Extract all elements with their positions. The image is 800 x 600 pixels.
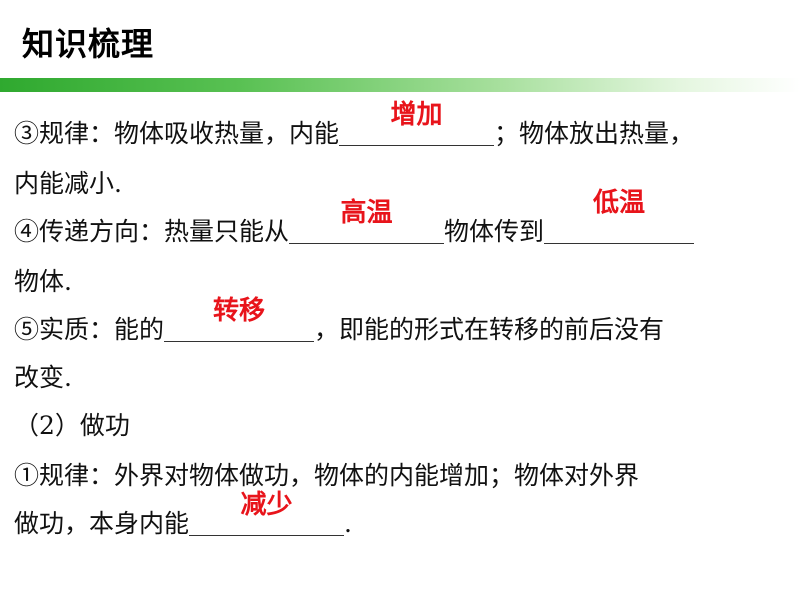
answer-blank: 减少 <box>189 490 345 536</box>
answer-blank: 高温 <box>289 198 445 244</box>
text-segment: （2）做功 <box>14 411 130 440</box>
text-line: 内能减小. <box>14 160 794 208</box>
text-line: ③规律：物体吸收热量，内能 增加 ；物体放出热量， <box>14 100 794 158</box>
text-line: ④传递方向：热量只能从 高温物体传到 低温 <box>14 188 794 256</box>
answer-text: 减少 <box>240 490 293 520</box>
text-segment: ①规律：外界对物体做功，物体的内能增加；物体对外界 <box>14 461 640 490</box>
text-segment: 内能减小. <box>14 169 122 198</box>
text-line: 物体. <box>14 258 794 306</box>
text-segment: 物体传到 <box>444 217 545 246</box>
answer-blank: 转移 <box>164 296 315 342</box>
text-segment: 改变. <box>14 363 72 392</box>
text-segment: ；物体放出热量， <box>494 119 695 148</box>
text-segment: ③规律：物体吸收热量，内能 <box>14 119 340 148</box>
section-title: 知识梳理 <box>22 25 155 63</box>
text-segment: ⑤实质：能的 <box>14 315 165 344</box>
text-segment: . <box>344 509 352 538</box>
answer-text: 高温 <box>340 198 393 228</box>
answer-blank: 低温 <box>544 188 695 244</box>
text-line: 做功，本身内能 减少. <box>14 490 794 548</box>
answer-blank: 增加 <box>339 100 495 146</box>
answer-text: 转移 <box>213 296 266 326</box>
text-line: ①规律：外界对物体做功，物体的内能增加；物体对外界 <box>14 452 794 500</box>
answer-text: 增加 <box>390 100 443 130</box>
text-segment: 物体. <box>14 267 72 296</box>
title-underline-bar <box>0 78 800 92</box>
text-line: ⑤实质：能的 转移 ，即能的形式在转移的前后没有 <box>14 296 794 354</box>
text-segment: 做功，本身内能 <box>14 509 190 538</box>
text-segment: ，即能的形式在转移的前后没有 <box>314 315 665 344</box>
answer-text: 低温 <box>593 188 646 218</box>
text-line: 改变. <box>14 354 794 402</box>
text-segment: ④传递方向：热量只能从 <box>14 217 290 246</box>
text-line: （2）做功 <box>14 402 794 450</box>
